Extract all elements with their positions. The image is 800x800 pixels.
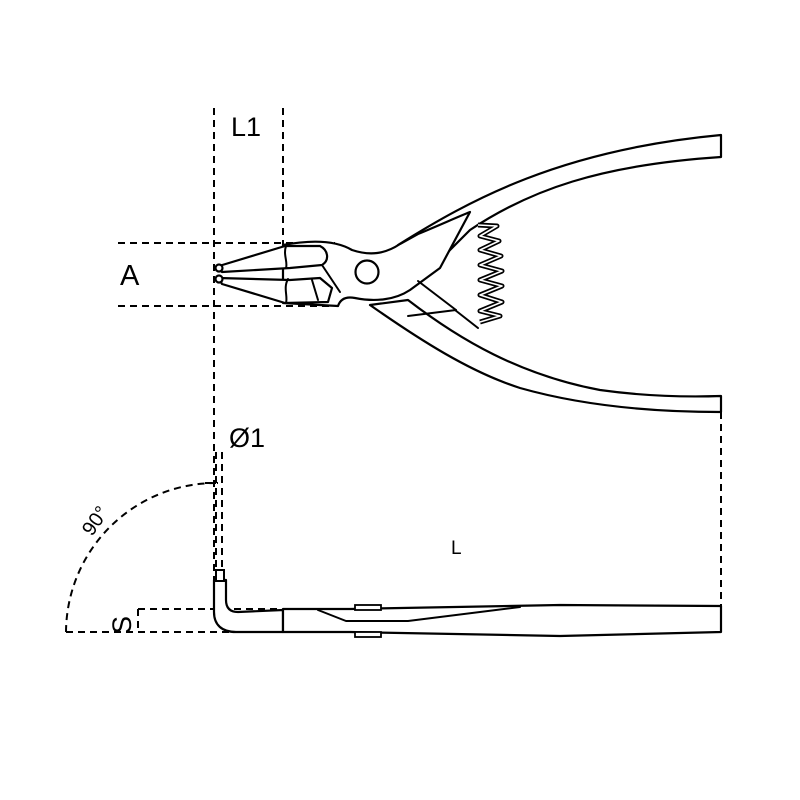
jaw-edge	[321, 264, 341, 293]
pivot-head	[281, 210, 472, 308]
lower-jaw	[217, 276, 334, 305]
handle-join-line	[417, 280, 457, 311]
label-diameter-1: Ø1	[229, 423, 265, 453]
handle-join-line-2	[407, 309, 457, 317]
label-l1: L1	[231, 112, 261, 142]
upper-jaw	[217, 244, 329, 274]
handle-join-line-3	[454, 309, 479, 329]
label-angle-90: 90°	[78, 502, 113, 539]
label-a: A	[120, 260, 140, 292]
rivet-top	[354, 604, 382, 611]
jaw-step-upper	[284, 245, 288, 269]
label-l: L	[451, 538, 462, 559]
rivet-bottom	[354, 631, 382, 638]
side-view-pliers	[212, 569, 723, 638]
tip-end	[215, 569, 225, 582]
label-s: S	[107, 616, 137, 634]
dimension-lines	[65, 108, 722, 633]
jaw-facet	[311, 279, 319, 301]
pivot-pin-circle	[354, 259, 380, 285]
jaw-step-lower	[284, 278, 289, 304]
side-body	[281, 603, 723, 638]
coil-spring-icon	[477, 222, 505, 325]
upper-tip	[214, 263, 224, 273]
bent-tip	[212, 578, 285, 634]
lower-handle	[368, 298, 723, 414]
dimension-labels: L1 A Ø1 90° S L	[78, 112, 462, 634]
lower-tip	[214, 274, 224, 284]
side-body-taper	[317, 606, 521, 622]
top-view-pliers	[214, 133, 723, 414]
